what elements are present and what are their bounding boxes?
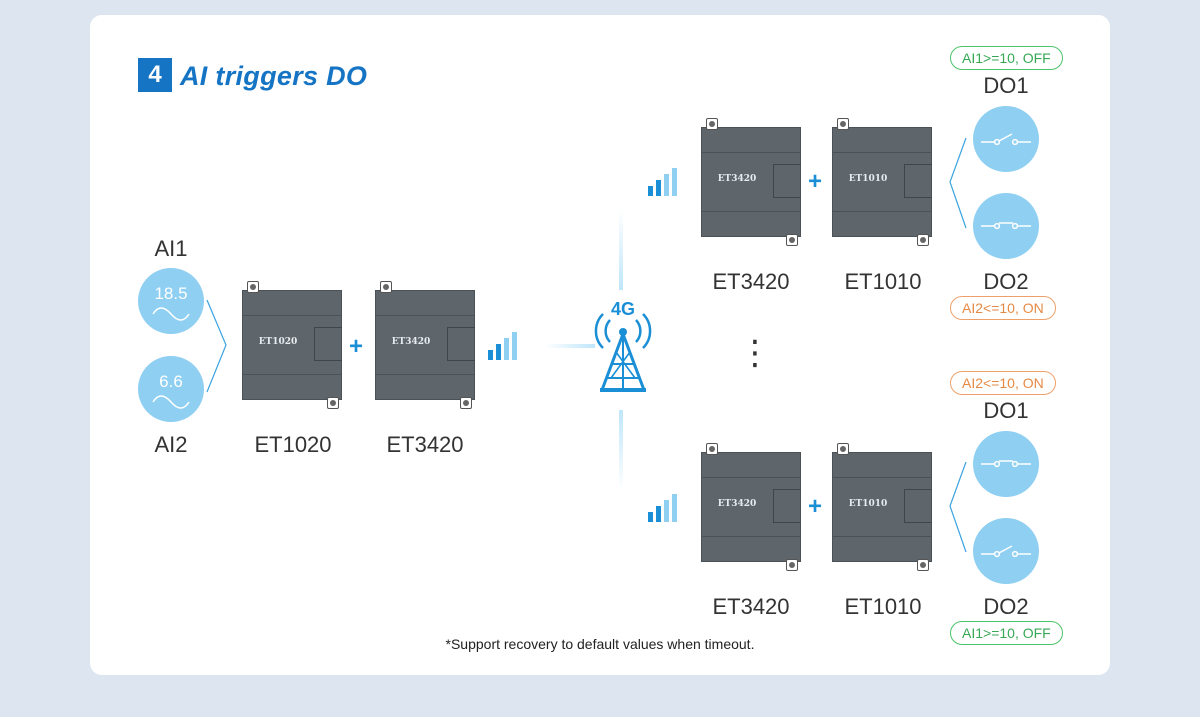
module-label-et3420-top: ET3420 bbox=[712, 269, 790, 294]
condition-pill-top-do2: AI2<=10, ON bbox=[950, 296, 1056, 320]
module-et1010-top: ET1010 bbox=[832, 118, 932, 246]
do1-label-top: DO1 bbox=[983, 73, 1029, 98]
ai1-value: 18.5 bbox=[154, 284, 188, 303]
ai1-label: AI1 bbox=[154, 236, 188, 261]
plus-sign: + bbox=[808, 168, 823, 195]
module-label-et1020: ET1020 bbox=[254, 432, 332, 457]
more-groups-ellipsis: ⋮ bbox=[738, 334, 772, 372]
ai2-label: AI2 bbox=[154, 432, 188, 457]
module-et1020: ET1020 bbox=[242, 281, 342, 409]
condition-pill-bottom-do2: AI1>=10, OFF bbox=[950, 621, 1063, 645]
footnote: *Support recovery to default values when… bbox=[445, 636, 755, 652]
switch-open-icon bbox=[981, 133, 1031, 146]
cell-tower-4g-icon bbox=[594, 313, 652, 392]
ai2-value: 6.6 bbox=[159, 372, 183, 391]
module-et3420-top: ET3420 bbox=[701, 118, 801, 246]
condition-pill-top-do1: AI1>=10, OFF bbox=[950, 46, 1063, 70]
switch-closed-icon bbox=[981, 460, 1031, 468]
ai2-value-circle: 6.6 bbox=[138, 356, 204, 422]
do1-label-bottom: DO1 bbox=[983, 398, 1029, 423]
module-label-et1010-top: ET1010 bbox=[844, 269, 922, 294]
signal-strength-icon bbox=[488, 332, 517, 360]
plus-sign: + bbox=[349, 333, 364, 360]
module-label-et3420: ET3420 bbox=[386, 432, 464, 457]
sine-wave-icon bbox=[152, 395, 190, 409]
module-label-et1010-bottom: ET1010 bbox=[844, 594, 922, 619]
switch-open-icon bbox=[981, 545, 1031, 558]
do2-switch-top bbox=[973, 193, 1039, 259]
do1-switch-bottom bbox=[973, 431, 1039, 497]
tower-label-4g: 4G bbox=[610, 299, 635, 319]
do2-label-top: DO2 bbox=[983, 269, 1029, 294]
section-number-badge: 4 bbox=[138, 58, 172, 92]
section-title: AI triggers DO bbox=[180, 61, 368, 91]
condition-pill-bottom-do1: AI2<=10, ON bbox=[950, 371, 1056, 395]
module-label-et3420-bottom: ET3420 bbox=[712, 594, 790, 619]
sine-wave-icon bbox=[152, 307, 190, 321]
signal-strength-icon bbox=[648, 494, 677, 522]
do2-switch-bottom bbox=[973, 518, 1039, 584]
module-et3420-bottom: ET3420 bbox=[701, 443, 801, 571]
module-et1010-bottom: ET1010 bbox=[832, 443, 932, 571]
ai1-value-circle: 18.5 bbox=[138, 268, 204, 334]
plus-sign: + bbox=[808, 493, 823, 520]
do2-label-bottom: DO2 bbox=[983, 594, 1029, 619]
module-et3420: ET3420 bbox=[375, 281, 475, 409]
signal-strength-icon bbox=[648, 168, 677, 196]
switch-closed-icon bbox=[981, 222, 1031, 230]
do1-switch-top bbox=[973, 106, 1039, 172]
